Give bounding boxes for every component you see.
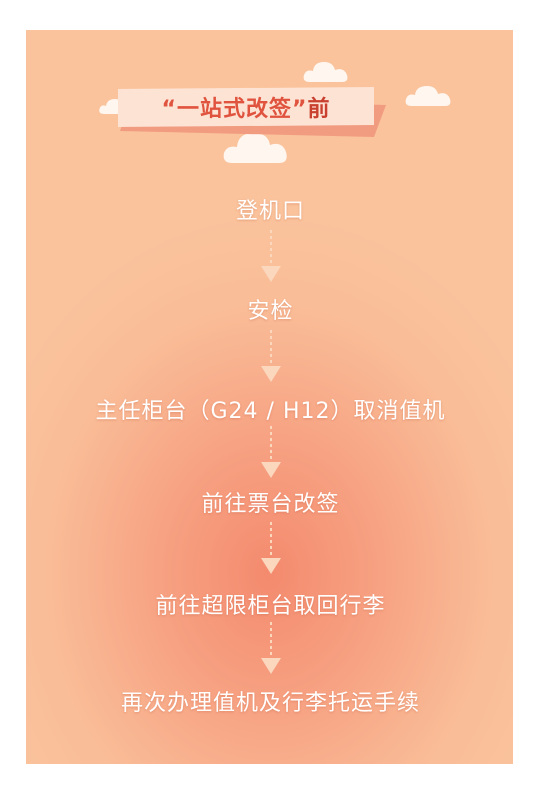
flow-step: 登机口	[235, 199, 305, 224]
flow-step: 前往票台改签	[201, 492, 340, 517]
down-arrow-icon	[261, 522, 281, 574]
cloud-icon	[405, 86, 451, 106]
flow-step: 前往超限柜台取回行李	[155, 594, 386, 619]
down-arrow-icon	[261, 622, 281, 674]
cloud-icon	[303, 62, 348, 82]
banner-title-text: “一站式改签”	[161, 97, 308, 122]
flow-step: 再次办理值机及行李托运手续	[120, 691, 420, 716]
title-banner	[118, 87, 386, 137]
down-arrow-icon	[261, 330, 281, 382]
banner-title: “一站式改签”前	[118, 87, 374, 127]
flow-step: 安检	[247, 299, 294, 324]
cloud-icon	[223, 133, 287, 163]
down-arrow-icon	[261, 230, 281, 282]
flow-step: 主任柜台（G24 / H12）取消值机	[95, 399, 446, 424]
banner-title-suffix: 前	[307, 97, 331, 122]
down-arrow-icon	[261, 426, 281, 478]
